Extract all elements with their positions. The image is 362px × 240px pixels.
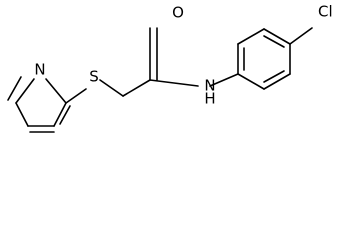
bond-n1-c6 [15, 78, 35, 104]
bond-c4-c3 [53, 102, 67, 127]
atom-label-n-amide: N [204, 77, 215, 95]
bond-c2-s [65, 88, 87, 104]
atom-label-h-amide: H [204, 90, 215, 108]
pyridine-ring [7, 76, 71, 133]
bond-ar4-ar5-inner [263, 35, 285, 48]
atom-label-s: S [89, 68, 99, 86]
bond-ar4-cl [289, 27, 313, 45]
chemical-structure-diagram: N S O N H Cl [7, 3, 333, 133]
bond-ar2-ar3-inner [263, 70, 285, 83]
bond-ch2-co [122, 79, 151, 97]
bond-c6-c5 [15, 102, 29, 127]
bond-co-n [149, 79, 199, 87]
bond-ar4-ar5 [263, 28, 291, 45]
bond-ar1-ar2 [237, 73, 265, 90]
atom-labels: N S O N H Cl [34, 3, 332, 108]
bond-s-ch2 [99, 79, 124, 97]
bond-c6-c5-double [7, 76, 22, 101]
bond-n-aryl [209, 73, 239, 87]
bond-c2-c3-inner [59, 105, 71, 125]
thioacetamide-linker [65, 27, 239, 104]
atom-label-o: O [172, 4, 184, 22]
bond-ar5-ar6 [237, 28, 265, 45]
bond-ar2-ar3 [263, 73, 291, 90]
atom-label-cl: Cl [318, 3, 333, 21]
chlorophenyl-ring [237, 27, 313, 90]
atom-label-n-pyridine: N [34, 61, 45, 79]
bond-c2-n1 [45, 78, 67, 104]
